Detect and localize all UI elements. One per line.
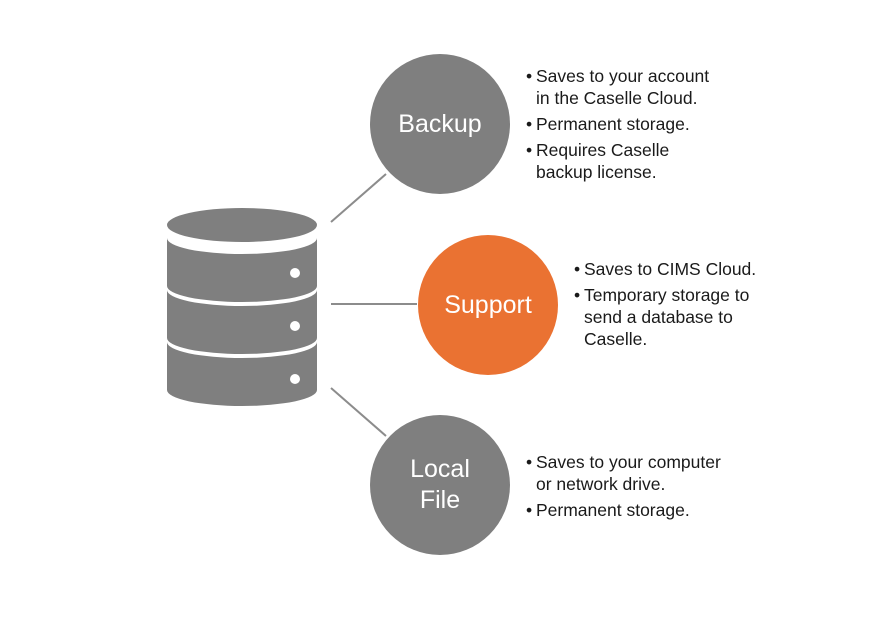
support-bullet-1: Saves to CIMS Cloud. — [574, 258, 804, 280]
database-icon — [167, 208, 317, 406]
backup-bullet-list: Saves to your account in the Caselle Clo… — [526, 65, 756, 187]
node-backup-label: Backup — [398, 109, 482, 138]
connector-backup — [330, 173, 387, 223]
backup-bullet-3: Requires Caselle backup license. — [526, 139, 756, 183]
support-bullet-list: Saves to CIMS Cloud. Temporary storage t… — [574, 258, 804, 354]
node-support-label: Support — [444, 290, 532, 319]
support-bullet-2: Temporary storage to send a database to … — [574, 284, 804, 350]
backup-bullet-1: Saves to your account in the Caselle Clo… — [526, 65, 756, 109]
node-local-file-label: Local File — [410, 455, 470, 514]
local-file-bullet-list: Saves to your computer or network drive.… — [526, 451, 766, 525]
node-local-file: Local File — [370, 415, 510, 555]
local-file-bullet-1: Saves to your computer or network drive. — [526, 451, 766, 495]
local-file-bullet-2: Permanent storage. — [526, 499, 766, 521]
node-backup: Backup — [370, 54, 510, 194]
connector-local — [330, 387, 387, 437]
backup-bullet-2: Permanent storage. — [526, 113, 756, 135]
node-support: Support — [418, 235, 558, 375]
